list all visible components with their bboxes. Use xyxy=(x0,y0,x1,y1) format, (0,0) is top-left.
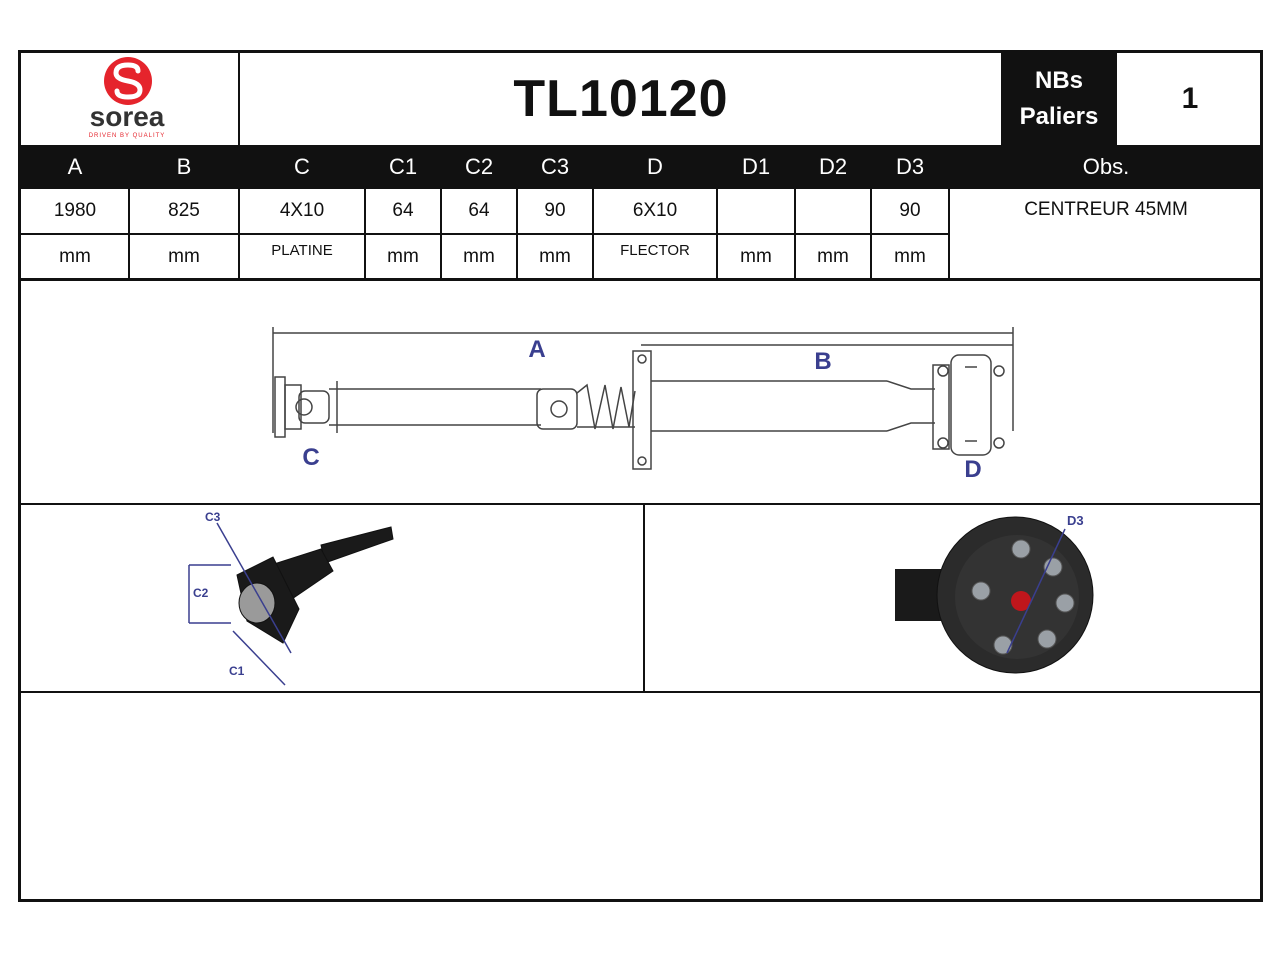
value-c1: 64 xyxy=(392,200,414,221)
col-header-c1: C1 xyxy=(388,154,418,179)
col-header-d3: D3 xyxy=(895,154,925,179)
flector-detail: D3 xyxy=(645,505,1263,691)
value-c3: 90 xyxy=(544,200,566,221)
unit-b: mm xyxy=(168,246,200,267)
unit-a: mm xyxy=(59,246,91,267)
unit-c3: mm xyxy=(539,246,571,267)
dimension-label-c: C xyxy=(302,444,319,471)
unit-d2: mm xyxy=(817,246,849,267)
dimension-label-d3: D3 xyxy=(1067,513,1084,528)
header-row xyxy=(21,145,1263,189)
flange-yoke-detail: C3 C2 C1 xyxy=(21,505,641,691)
dimension-label-a: A xyxy=(528,336,545,363)
notes-area xyxy=(21,693,1263,902)
unit-c: PLATINE xyxy=(271,242,333,259)
svg-text:DRIVEN BY QUALITY: DRIVEN BY QUALITY xyxy=(89,133,166,139)
value-d2 xyxy=(795,189,871,233)
unit-d1: mm xyxy=(740,246,772,267)
col-header-c3: C3 xyxy=(540,154,570,179)
col-header-d2: D2 xyxy=(818,154,848,179)
col-header-obs: Obs. xyxy=(1082,154,1130,179)
value-d3: 90 xyxy=(899,200,921,221)
shaft-diagram: A B C D xyxy=(21,281,1263,503)
value-c2: 64 xyxy=(468,200,490,221)
col-header-c2: C2 xyxy=(464,154,494,179)
col-header-c: C xyxy=(294,154,310,179)
value-d1 xyxy=(717,189,795,233)
bearings-count: 1 xyxy=(1181,82,1199,115)
part-number: TL10120 xyxy=(513,70,729,128)
dimension-label-c2: C2 xyxy=(193,586,209,600)
unit-d: FLECTOR xyxy=(620,242,690,259)
col-header-a: A xyxy=(67,154,83,179)
svg-text:sorea: sorea xyxy=(90,101,165,132)
unit-d3: mm xyxy=(894,246,926,267)
dimension-label-c1: C1 xyxy=(229,664,245,678)
dimension-label-d: D xyxy=(964,456,981,483)
value-a: 1980 xyxy=(53,200,97,221)
col-header-d: D xyxy=(647,154,663,179)
dimension-label-c3: C3 xyxy=(205,510,221,524)
value-b: 825 xyxy=(168,200,200,221)
col-header-b: B xyxy=(176,154,192,179)
brand-logo: sorea DRIVEN BY QUALITY xyxy=(21,53,239,145)
unit-c1: mm xyxy=(387,246,419,267)
obs-value: CENTREUR 45MM xyxy=(1024,199,1188,220)
unit-c2: mm xyxy=(463,246,495,267)
bearings-label: NBs Paliers xyxy=(1001,53,1117,145)
col-header-d1: D1 xyxy=(741,154,771,179)
value-c: 4X10 xyxy=(279,200,325,221)
dimension-label-b: B xyxy=(814,348,831,375)
spec-sheet: sorea DRIVEN BY QUALITY TL10120 NBs Pali… xyxy=(18,50,1263,902)
value-d: 6X10 xyxy=(632,200,678,221)
